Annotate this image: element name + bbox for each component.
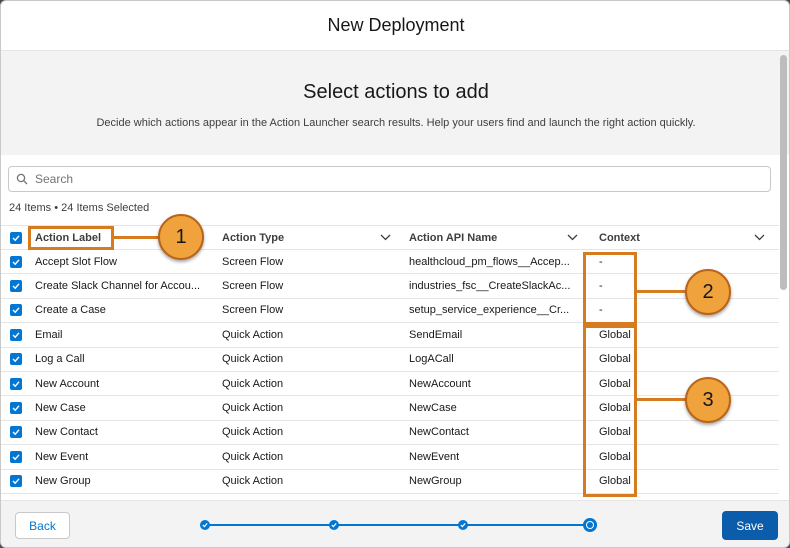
action-api-name: healthcloud_pm_flows__Accep... (409, 255, 570, 268)
action-type: Quick Action (222, 328, 284, 341)
action-type: Quick Action (222, 377, 284, 390)
action-api-name: NewEvent (409, 450, 460, 463)
table-row[interactable]: Log a Call Quick Action LogACall Global (1, 348, 779, 372)
modal-header: New Deployment (1, 1, 789, 51)
action-context: Global (599, 402, 631, 415)
action-type: Screen Flow (222, 255, 284, 268)
action-context: Global (599, 328, 631, 341)
callout-leader-1 (114, 236, 160, 239)
action-api-name: NewCase (409, 402, 457, 415)
column-header-api-name[interactable]: Action API Name (403, 232, 590, 244)
step-complete-icon[interactable] (329, 520, 339, 530)
action-type: Quick Action (222, 353, 284, 366)
action-api-name: setup_service_experience__Cr... (409, 304, 570, 317)
callout-leader-2 (637, 290, 685, 293)
action-label: New Contact (35, 426, 98, 439)
action-type: Screen Flow (222, 304, 284, 317)
callout-badge-2: 2 (685, 269, 731, 315)
column-header-context[interactable]: Context (590, 232, 779, 244)
modal-content: Select actions to add Decide which actio… (1, 51, 789, 500)
section-title: Select actions to add (303, 81, 489, 103)
step-complete-icon[interactable] (458, 520, 468, 530)
callout-highlight-3 (583, 325, 637, 497)
action-label: Create Slack Channel for Accou... (35, 280, 201, 293)
row-checkbox[interactable] (10, 402, 22, 415)
action-label: New Group (35, 475, 91, 488)
row-checkbox[interactable] (10, 426, 22, 439)
action-type: Quick Action (222, 450, 284, 463)
table-row[interactable]: Create a Case Screen Flow setup_service_… (1, 299, 779, 324)
row-checkbox[interactable] (10, 255, 22, 268)
modal-footer: Back Save (1, 500, 789, 547)
callout-leader-3 (637, 398, 685, 401)
action-api-name: SendEmail (409, 328, 463, 341)
section-description: Decide which actions appear in the Actio… (96, 117, 696, 129)
step-complete-icon[interactable] (200, 520, 210, 530)
progress-line (207, 524, 597, 526)
search-input[interactable] (35, 172, 770, 186)
action-api-name: LogACall (409, 353, 454, 366)
action-context: Global (599, 426, 631, 439)
save-button[interactable]: Save (722, 511, 778, 540)
table-row[interactable]: New Group Quick Action NewGroup Global (1, 470, 779, 494)
row-checkbox[interactable] (10, 450, 22, 463)
action-context: - (599, 255, 603, 268)
table-row[interactable]: New Event Quick Action NewEvent Global (1, 445, 779, 470)
table-row[interactable]: Create Slack Channel for Accou... Screen… (1, 274, 779, 299)
search-icon (9, 173, 35, 185)
back-button[interactable]: Back (15, 512, 70, 539)
search-box[interactable] (8, 166, 771, 192)
intro-section: Select actions to add Decide which actio… (1, 51, 789, 155)
row-checkbox[interactable] (10, 353, 22, 366)
action-label: New Case (35, 402, 86, 415)
action-context: Global (599, 475, 631, 488)
modal-title: New Deployment (327, 15, 465, 35)
selection-count: 24 Items • 24 Items Selected (9, 202, 150, 214)
row-checkbox[interactable] (10, 377, 22, 390)
column-header-action-type[interactable]: Action Type (216, 232, 403, 244)
action-type: Quick Action (222, 402, 284, 415)
table-row[interactable]: Accept Slot Flow Screen Flow healthcloud… (1, 250, 779, 275)
action-label: Create a Case (35, 304, 106, 317)
row-checkbox[interactable] (10, 280, 22, 293)
action-type: Quick Action (222, 475, 284, 488)
action-context: Global (599, 353, 631, 366)
action-api-name: NewContact (409, 426, 469, 439)
callout-badge-3: 3 (685, 377, 731, 423)
callout-highlight-2 (583, 252, 637, 325)
chevron-down-icon[interactable] (754, 232, 765, 244)
action-api-name: NewGroup (409, 475, 462, 488)
callout-badge-1: 1 (158, 214, 204, 260)
action-label: New Event (35, 450, 89, 463)
table-row[interactable]: New Contact Quick Action NewContact Glob… (1, 421, 779, 446)
action-api-name: NewAccount (409, 377, 471, 390)
action-label: Email (35, 328, 63, 341)
chevron-down-icon[interactable] (380, 232, 391, 244)
action-label: New Account (35, 377, 100, 390)
action-context: - (599, 304, 603, 317)
chevron-down-icon[interactable] (567, 232, 578, 244)
actions-table: Action Label Action Type Action API Name… (1, 225, 779, 494)
table-row[interactable]: New Account Quick Action NewAccount Glob… (1, 372, 779, 397)
action-context: Global (599, 377, 631, 390)
action-context: Global (599, 450, 631, 463)
table-row[interactable]: New Case Quick Action NewCase Global (1, 396, 779, 421)
select-all-checkbox[interactable] (10, 231, 22, 244)
action-type: Quick Action (222, 426, 284, 439)
row-checkbox[interactable] (10, 475, 22, 488)
action-context: - (599, 280, 603, 293)
table-row[interactable]: Email Quick Action SendEmail Global (1, 323, 779, 348)
callout-highlight-1 (28, 226, 114, 250)
action-type: Screen Flow (222, 280, 284, 293)
step-current-icon[interactable] (583, 518, 597, 532)
progress-indicator (199, 515, 599, 535)
action-label: Log a Call (35, 353, 85, 366)
action-api-name: industries_fsc__CreateSlackAc... (409, 280, 571, 293)
row-checkbox[interactable] (10, 328, 22, 341)
scrollbar[interactable] (780, 55, 787, 290)
row-checkbox[interactable] (10, 304, 22, 317)
